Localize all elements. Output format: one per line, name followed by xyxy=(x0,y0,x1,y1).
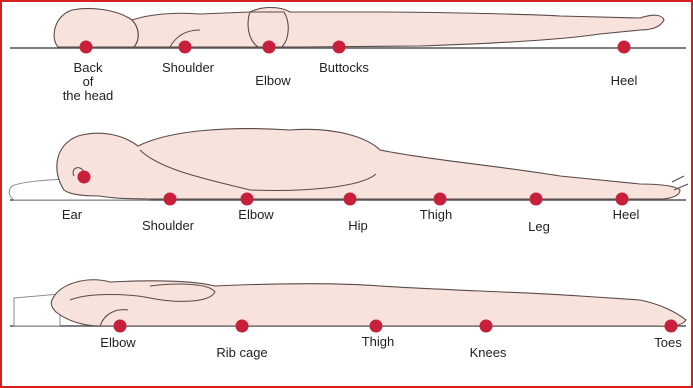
pressure-point-rib-cage xyxy=(236,320,249,333)
lateral-position: Ear Shoulder Elbow Hip Thigh Leg Heel xyxy=(9,129,688,234)
label-buttocks: Buttocks xyxy=(319,60,369,75)
label-heel: Heel xyxy=(613,207,640,222)
label-back-of-head-line3: the head xyxy=(63,88,114,103)
label-thigh: Thigh xyxy=(420,207,453,222)
label-rib-cage: Rib cage xyxy=(216,345,267,360)
pressure-point-elbow xyxy=(114,320,127,333)
label-shoulder: Shoulder xyxy=(162,60,215,75)
label-shoulder: Shoulder xyxy=(142,218,195,233)
label-back-of-head-line1: Back xyxy=(74,60,103,75)
pressure-point-hip xyxy=(344,193,357,206)
pressure-point-elbow xyxy=(241,193,254,206)
pressure-point-knees xyxy=(480,320,493,333)
label-toes: Toes xyxy=(654,335,682,350)
pressure-point-thigh xyxy=(434,193,447,206)
label-thigh: Thigh xyxy=(362,334,395,349)
label-hip: Hip xyxy=(348,218,368,233)
label-heel: Heel xyxy=(611,73,638,88)
pressure-point-elbow xyxy=(263,41,276,54)
pressure-point-shoulder xyxy=(179,41,192,54)
prone-body xyxy=(51,280,686,327)
label-knees: Knees xyxy=(470,345,507,360)
supine-position: Back of the head Shoulder Elbow Buttocks… xyxy=(10,8,686,104)
pressure-point-heel xyxy=(618,41,631,54)
supine-body xyxy=(132,8,664,48)
pressure-point-back-of-head xyxy=(80,41,93,54)
pressure-point-buttocks xyxy=(333,41,346,54)
label-elbow: Elbow xyxy=(100,335,136,350)
pressure-point-shoulder xyxy=(164,193,177,206)
pressure-point-toes xyxy=(665,320,678,333)
label-back-of-head-line2: of xyxy=(83,74,94,89)
supine-head xyxy=(54,8,138,47)
label-elbow: Elbow xyxy=(238,207,274,222)
label-elbow: Elbow xyxy=(255,73,291,88)
pressure-point-thigh xyxy=(370,320,383,333)
lateral-body xyxy=(57,129,680,199)
pressure-point-ear xyxy=(78,171,91,184)
label-leg: Leg xyxy=(528,219,550,234)
pressure-point-heel xyxy=(616,193,629,206)
prone-position: Elbow Rib cage Thigh Knees Toes xyxy=(10,280,686,360)
pressure-point-leg xyxy=(530,193,543,206)
label-ear: Ear xyxy=(62,207,83,222)
